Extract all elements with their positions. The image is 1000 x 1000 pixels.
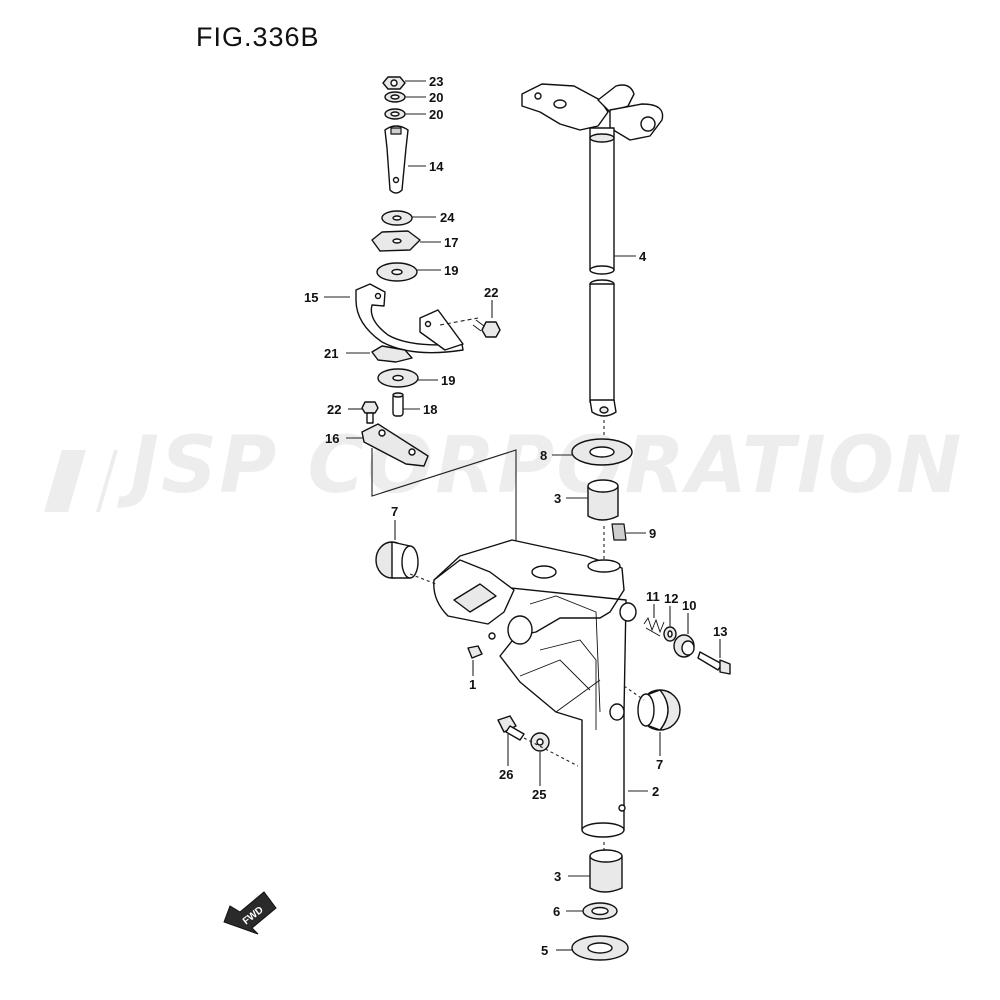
part-9-spacer-block[interactable]	[611, 523, 627, 541]
part-19-washer-upper[interactable]	[376, 262, 418, 282]
callout-13: 13	[713, 624, 727, 639]
callout-12: 12	[664, 591, 678, 606]
part-13-bolt[interactable]	[697, 651, 731, 675]
callout-18: 18	[423, 402, 437, 417]
part-24-washer[interactable]	[381, 210, 413, 226]
part-22-bolt-upper[interactable]	[472, 319, 501, 338]
callout-22-lower: 22	[327, 402, 341, 417]
callout-3-lower: 3	[554, 869, 561, 884]
part-25-spacer[interactable]	[530, 732, 550, 752]
callout-2: 2	[652, 784, 659, 799]
callout-16: 16	[325, 431, 339, 446]
callout-25: 25	[532, 787, 546, 802]
part-4-steering-shaft[interactable]	[521, 83, 664, 417]
callout-5: 5	[541, 943, 548, 958]
fwd-direction-arrow: FWD	[223, 891, 277, 935]
callout-labels: 23 20 20 14 24 17 19 15 22 21 19 22 18 1…	[304, 74, 727, 958]
callout-8: 8	[540, 448, 547, 463]
part-22-bolt-lower[interactable]	[361, 401, 379, 424]
part-5-washer[interactable]	[571, 935, 629, 961]
callout-11: 11	[646, 589, 660, 604]
callout-19-lower: 19	[441, 373, 455, 388]
part-10-friction-knob[interactable]	[673, 634, 695, 658]
figure-title: FIG.336B	[196, 22, 320, 52]
callout-14: 14	[429, 159, 444, 174]
part-2-swivel-housing[interactable]	[433, 539, 637, 838]
part-3-bushing-lower[interactable]	[589, 849, 623, 893]
callout-21: 21	[324, 346, 338, 361]
part-20-washer-upper[interactable]	[384, 91, 406, 103]
part-15-bracket-arm[interactable]	[355, 283, 464, 354]
watermark: JSP CORPORATION	[44, 421, 963, 512]
part-12-washer[interactable]	[663, 626, 677, 642]
part-14-link-rod[interactable]	[384, 125, 409, 194]
callout-3-upper: 3	[554, 491, 561, 506]
callout-9: 9	[649, 526, 656, 541]
callout-7-right: 7	[656, 757, 663, 772]
callout-26: 26	[499, 767, 513, 782]
part-16-bracket-plate[interactable]	[361, 423, 429, 467]
part-19-washer-lower[interactable]	[377, 368, 419, 388]
part-20-washer-lower[interactable]	[384, 108, 406, 120]
callout-7-left: 7	[391, 504, 398, 519]
part-11-spring[interactable]	[643, 616, 665, 637]
part-21-small-plate[interactable]	[371, 345, 413, 363]
callout-17: 17	[444, 235, 458, 250]
callout-19-upper: 19	[444, 263, 458, 278]
callout-1: 1	[469, 677, 476, 692]
part-3-bushing-upper[interactable]	[587, 479, 619, 521]
leader-lines	[324, 80, 721, 951]
watermark-logo	[44, 450, 118, 512]
part-1-grease-nipple[interactable]	[467, 645, 483, 659]
part-23-nut[interactable]	[382, 76, 406, 90]
part-18-pin[interactable]	[392, 392, 404, 417]
part-26-bolt[interactable]	[497, 715, 525, 741]
part-7-bushing-left[interactable]	[375, 541, 419, 579]
callout-20-upper: 20	[429, 90, 443, 105]
callout-4: 4	[639, 249, 647, 264]
part-6-washer[interactable]	[582, 902, 618, 920]
callout-15: 15	[304, 290, 318, 305]
callout-20-lower: 20	[429, 107, 443, 122]
callout-22-upper: 22	[484, 285, 498, 300]
part-7-bushing-right[interactable]	[637, 689, 681, 731]
part-17-plate[interactable]	[371, 230, 421, 252]
callout-24: 24	[440, 210, 455, 225]
part-8-thrust-washer[interactable]	[571, 438, 633, 466]
callout-10: 10	[682, 598, 696, 613]
callout-23: 23	[429, 74, 443, 89]
watermark-text: JSP CORPORATION	[117, 421, 963, 511]
callout-6: 6	[553, 904, 560, 919]
